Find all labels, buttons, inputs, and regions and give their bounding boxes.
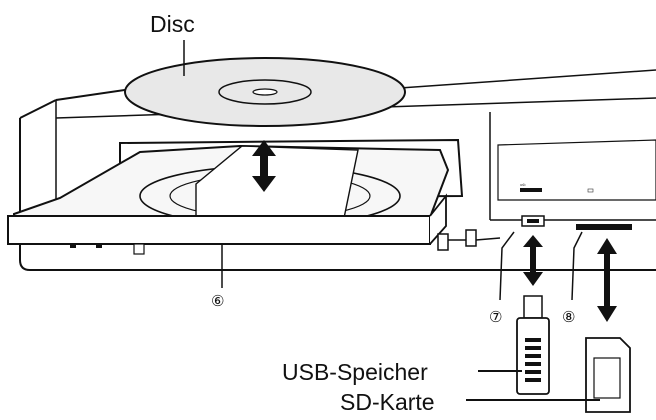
usb-number-label: ⑦ [489,309,502,326]
disc-label: Disc [150,11,195,37]
sd-card-label: SD-Karte [340,389,435,415]
usb-mark-text: usb [520,182,526,187]
usb-stick-icon [516,295,550,395]
tray-number-label: ⑥ [211,293,224,310]
disc-icon [124,57,406,127]
front-panel: usb [497,139,656,201]
usb-leader-line [499,231,515,301]
disc-arrow-icon [252,140,276,192]
sd-slot [576,224,632,230]
sd-card-icon [585,337,631,413]
sd-mark-icon [587,188,594,193]
usb-port-contact [527,219,539,223]
usb-mark-icon [520,188,542,192]
usb-memory-label: USB-Speicher [282,359,428,385]
sd-number-label: ⑧ [562,309,575,326]
sd-arrow-icon [597,238,617,322]
disc-tray [7,144,501,255]
sd-leader-line [571,231,583,301]
usb-arrow-icon [523,235,543,286]
